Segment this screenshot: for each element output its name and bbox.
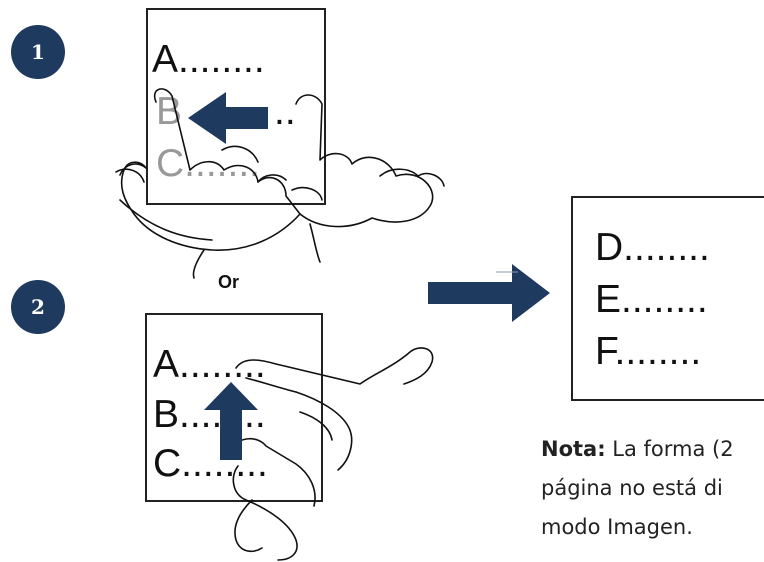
note-line-3: modo Imagen.	[541, 515, 693, 539]
page-illustration-1: A........ B .. C.......	[146, 8, 326, 205]
note-line-2: página no está di	[541, 476, 723, 500]
step-2-badge: 2	[11, 280, 65, 334]
page3-line-f: F........	[595, 330, 702, 373]
page-illustration-2: A........ B........ C........	[145, 313, 323, 502]
result-arrow-icon	[428, 264, 550, 322]
step-1-badge: 1	[11, 25, 65, 79]
two-finger-swipe-hand-icon	[115, 88, 434, 279]
page1-line-b: B	[156, 90, 183, 133]
page1-line-a: A........	[152, 38, 265, 81]
result-page: D........ E........ F........	[571, 196, 764, 401]
swipe-up-arrow-icon	[204, 382, 258, 460]
note-text: Nota: La forma (2 página no está di modo…	[541, 430, 764, 547]
page3-line-e: E........	[595, 278, 708, 321]
note-line-1: La forma (2	[605, 437, 734, 461]
swipe-left-arrow-icon	[188, 92, 268, 144]
page2-line-c: C........	[153, 442, 268, 485]
step-2-number: 2	[31, 295, 45, 319]
page3-line-d: D........	[595, 226, 710, 269]
or-label: Or	[218, 272, 240, 292]
page1-line-c: C.......	[156, 142, 261, 185]
note-label: Nota:	[541, 437, 606, 461]
upward-swipe-hand-icon	[231, 347, 434, 561]
page1-line-b-tail: ..	[274, 90, 296, 133]
step-1-number: 1	[31, 40, 45, 64]
